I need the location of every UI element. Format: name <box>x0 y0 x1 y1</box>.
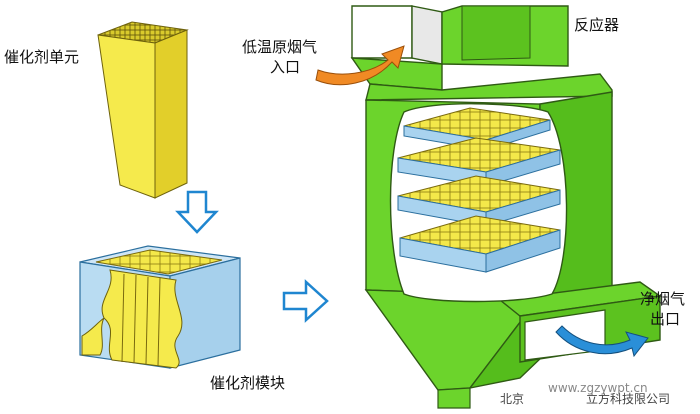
flow-arrow-right-icon <box>282 279 329 323</box>
label-catalyst-module: 催化剂模块 <box>210 374 286 392</box>
watermark-right: 立方科技限公司 <box>586 392 671 406</box>
label-catalyst-unit: 催化剂单元 <box>4 48 80 66</box>
flow-arrow-down-icon <box>175 190 219 234</box>
watermark-left: 北京 <box>500 392 525 406</box>
watermark-url: www.zgzywpt.cn <box>548 381 648 395</box>
label-inlet-line1: 低温原烟气 <box>242 38 318 56</box>
catalyst-trays <box>397 107 561 273</box>
catalyst-tray <box>399 215 561 273</box>
label-inlet-line2: 入口 <box>270 58 301 76</box>
label-outlet-line2: 出口 <box>650 310 681 328</box>
outlet-arrow-icon <box>555 325 649 358</box>
catalyst-tray <box>397 175 561 227</box>
label-outlet-line1: 净烟气 <box>640 290 686 308</box>
inlet-arrow-icon <box>315 45 405 86</box>
label-reactor: 反应器 <box>574 16 620 34</box>
catalyst-unit <box>97 21 189 199</box>
catalyst-module <box>79 245 241 369</box>
